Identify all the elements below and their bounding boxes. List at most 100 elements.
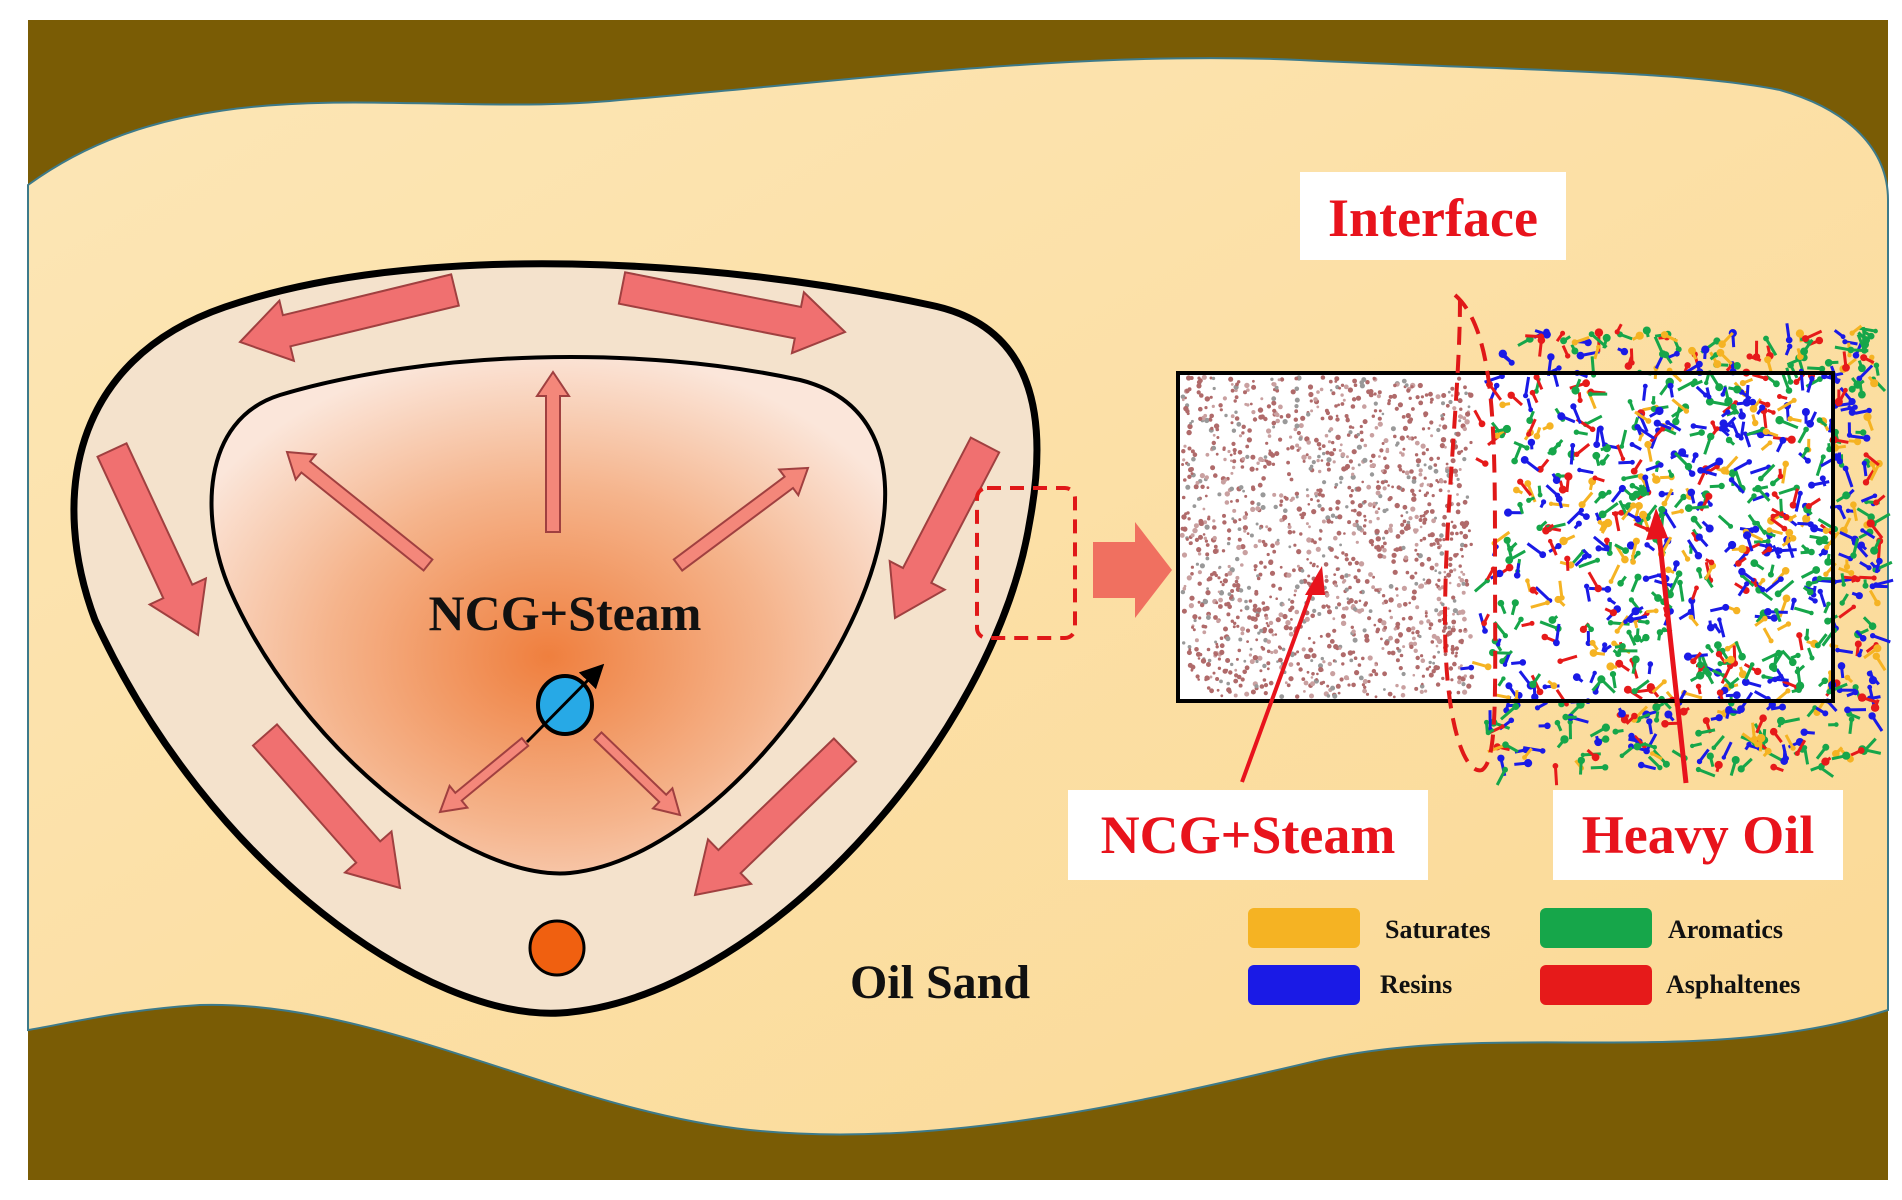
gas-molecule (1339, 677, 1344, 682)
oil-molecule-atom (1815, 336, 1824, 345)
legend-swatch-asphaltenes (1540, 965, 1652, 1005)
gas-molecule (1197, 581, 1202, 586)
oil-molecule-bond (1741, 574, 1755, 588)
oil-molecule-atom (1771, 410, 1776, 415)
oil-molecule-atom (1859, 635, 1867, 642)
oil-molecule-atom (1725, 436, 1733, 444)
gas-molecule (1211, 440, 1217, 446)
oil-molecule-atom (1819, 475, 1826, 482)
gas-molecule (1232, 448, 1237, 453)
oil-molecule-atom (1541, 633, 1549, 641)
oil-molecule-atom (1526, 431, 1532, 437)
gas-molecule (1411, 595, 1417, 601)
gas-molecule (1347, 561, 1353, 566)
gas-molecule (1445, 468, 1450, 474)
gas-molecule (1464, 391, 1468, 396)
gas-molecule (1374, 588, 1378, 592)
oil-molecule-atom (1826, 601, 1831, 607)
gas-molecule (1287, 472, 1291, 477)
oil-molecule-atom (1809, 610, 1814, 616)
injector-well-icon (525, 663, 605, 744)
gas-molecule (1462, 572, 1466, 576)
gas-molecule (1181, 552, 1188, 558)
oil-molecule-atom (1721, 755, 1727, 760)
gas-molecule (1414, 557, 1419, 562)
gas-molecule (1219, 643, 1225, 649)
oil-molecule-atom (1643, 747, 1650, 755)
oil-molecule-atom (1782, 594, 1791, 603)
oil-molecule-atom (1560, 330, 1566, 336)
gas-molecule (1289, 435, 1293, 439)
gas-molecule (1447, 625, 1451, 630)
gas-molecule (1429, 420, 1434, 425)
oil-molecule-bond (1609, 564, 1621, 583)
gas-molecule (1266, 460, 1272, 466)
gas-molecule (1450, 458, 1456, 464)
gas-molecule (1389, 529, 1393, 533)
gas-molecule (1339, 481, 1343, 484)
gas-molecule (1422, 578, 1426, 581)
oil-molecule-atom (1668, 472, 1675, 478)
gas-molecule (1406, 626, 1412, 633)
oil-molecule-atom (1606, 662, 1615, 671)
oil-molecule-atom (1703, 392, 1709, 398)
gas-molecule (1469, 674, 1475, 680)
gas-molecule (1456, 690, 1461, 695)
oil-molecule-atom (1698, 429, 1705, 436)
gas-molecule (1230, 459, 1233, 463)
gas-molecule (1241, 431, 1245, 435)
oil-molecule-atom (1713, 360, 1722, 369)
gas-molecule (1457, 679, 1462, 685)
gas-molecule (1266, 404, 1271, 409)
gas-molecule (1264, 616, 1269, 620)
gas-molecule (1339, 443, 1343, 447)
gas-molecule (1206, 662, 1211, 667)
oil-molecule-atom (1870, 633, 1876, 639)
oil-molecule-atom (1854, 576, 1861, 583)
gas-molecule (1401, 685, 1406, 690)
gas-molecule (1185, 409, 1190, 414)
gas-molecule (1238, 518, 1242, 522)
oil-molecule-atom (1572, 673, 1581, 681)
gas-molecule (1294, 397, 1300, 403)
gas-molecule (1240, 677, 1245, 682)
oil-molecule-atom (1660, 331, 1669, 339)
oil-molecule-atom (1777, 394, 1782, 399)
oil-molecule-atom (1602, 764, 1609, 771)
oil-molecule-atom (1661, 500, 1668, 507)
gas-molecule (1410, 506, 1416, 512)
oil-molecule-bond (1649, 427, 1664, 443)
gas-molecule (1427, 465, 1433, 470)
gas-molecule (1338, 449, 1342, 452)
gas-molecule (1180, 589, 1186, 595)
gas-molecule (1279, 503, 1283, 507)
oil-molecule-atom (1715, 457, 1724, 466)
gas-molecule (1334, 482, 1339, 487)
oil-molecule-atom (1790, 745, 1796, 751)
oil-molecule-atom (1808, 481, 1816, 489)
gas-molecule (1358, 599, 1362, 603)
oil-molecule-atom (1782, 460, 1789, 468)
gas-molecule (1310, 613, 1315, 619)
gas-molecule (1408, 396, 1412, 400)
oil-molecule-atom (1531, 693, 1539, 701)
gas-molecule (1425, 448, 1429, 452)
gas-molecule (1408, 601, 1411, 605)
gas-molecule (1414, 581, 1419, 586)
gas-molecule (1421, 674, 1425, 678)
oil-molecule-atom (1539, 551, 1547, 559)
gas-molecule (1206, 486, 1210, 489)
legend-swatch-resins (1248, 965, 1360, 1005)
gas-molecule (1191, 456, 1196, 462)
gas-molecule (1222, 668, 1228, 674)
oil-molecule-atom (1802, 514, 1811, 523)
gas-molecule (1351, 531, 1357, 536)
gas-molecule (1186, 375, 1192, 381)
oil-molecule-atom (1696, 758, 1703, 765)
gas-molecule (1202, 630, 1207, 635)
gas-molecule (1279, 518, 1284, 523)
gas-molecule (1457, 376, 1462, 381)
oil-molecule-atom (1863, 412, 1872, 421)
gas-molecule (1182, 458, 1186, 462)
gas-molecule (1443, 570, 1447, 574)
